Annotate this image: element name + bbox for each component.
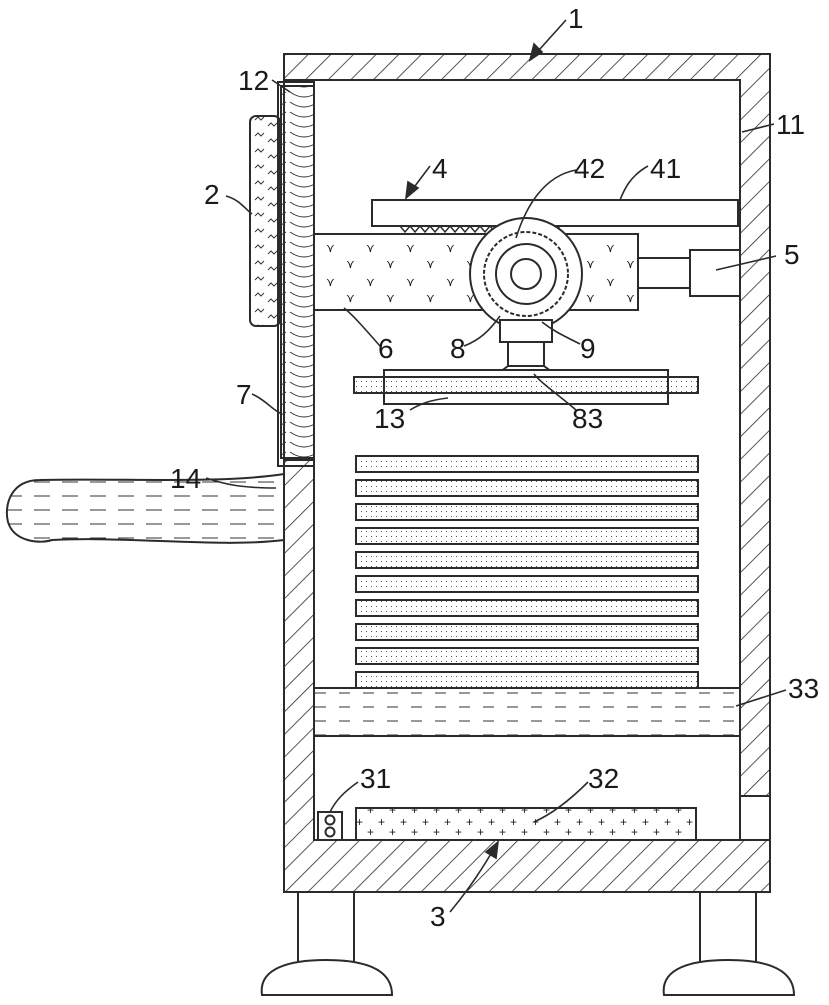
side-filter-panel-2	[249, 115, 281, 327]
leader-13	[409, 397, 449, 411]
filter-plate	[355, 623, 699, 641]
label-8: 8	[450, 333, 466, 364]
filter-stack	[355, 455, 699, 689]
label-6: 6	[378, 333, 394, 364]
leader-8	[463, 315, 501, 347]
piston-rod	[637, 257, 691, 289]
vent-grille-7	[280, 85, 315, 459]
label-42: 42	[574, 153, 605, 184]
leader-12	[271, 79, 291, 93]
leader-7	[251, 393, 283, 415]
reference-labels: 1 11 12 2 4 42 41 5 6 8 9 7 13 83 14 33 …	[170, 3, 819, 932]
label-9: 9	[580, 333, 596, 364]
leader-32	[533, 781, 589, 823]
leader-33	[735, 689, 787, 707]
water-layer-33	[313, 687, 741, 737]
leader-31	[329, 781, 359, 813]
leader-42	[515, 169, 577, 239]
label-33: 33	[788, 673, 819, 704]
filter-plate	[355, 551, 699, 569]
filter-plate	[355, 503, 699, 521]
label-11: 11	[776, 109, 805, 140]
filter-plate	[355, 527, 699, 545]
right-leg	[699, 891, 757, 963]
heater-plate-32	[355, 807, 697, 841]
filter-plate	[355, 647, 699, 665]
label-83: 83	[572, 403, 603, 434]
switch-knob-b	[324, 826, 336, 838]
arrowhead-1	[528, 42, 544, 62]
label-14: 14	[170, 463, 201, 494]
filter-plate	[355, 599, 699, 617]
left-foot	[260, 958, 394, 996]
label-7: 7	[236, 379, 252, 410]
leader-14	[205, 477, 277, 489]
arrowhead-3	[484, 840, 500, 860]
arrowhead-4	[404, 180, 420, 200]
handle-14	[5, 472, 285, 544]
label-12: 12	[238, 65, 269, 96]
label-3: 3	[430, 901, 446, 932]
leader-6	[343, 307, 381, 347]
label-4: 4	[432, 153, 448, 184]
gear-axle	[510, 258, 542, 290]
switch-knob-a	[324, 814, 336, 826]
filter-plate	[355, 575, 699, 593]
label-2: 2	[204, 179, 220, 210]
filter-plate	[355, 455, 699, 473]
right-foot	[662, 958, 796, 996]
label-13: 13	[374, 403, 405, 434]
leader-41	[619, 165, 649, 201]
label-41: 41	[650, 153, 681, 184]
label-5: 5	[784, 239, 800, 270]
filter-plate	[355, 671, 699, 689]
filter-plate	[355, 479, 699, 497]
motor-block-5	[689, 249, 741, 297]
mount-stem-8	[507, 341, 545, 367]
label-31: 31	[360, 763, 391, 794]
left-leg	[297, 891, 355, 963]
label-32: 32	[588, 763, 619, 794]
press-plate-dotted	[353, 376, 699, 394]
leader-2	[225, 195, 253, 215]
rack-41	[371, 199, 739, 227]
leader-83	[533, 373, 577, 411]
label-1: 1	[568, 3, 584, 34]
leader-9	[541, 321, 581, 345]
leader-5	[715, 255, 777, 271]
right-wall-block	[739, 795, 771, 841]
leader-11	[741, 123, 775, 133]
